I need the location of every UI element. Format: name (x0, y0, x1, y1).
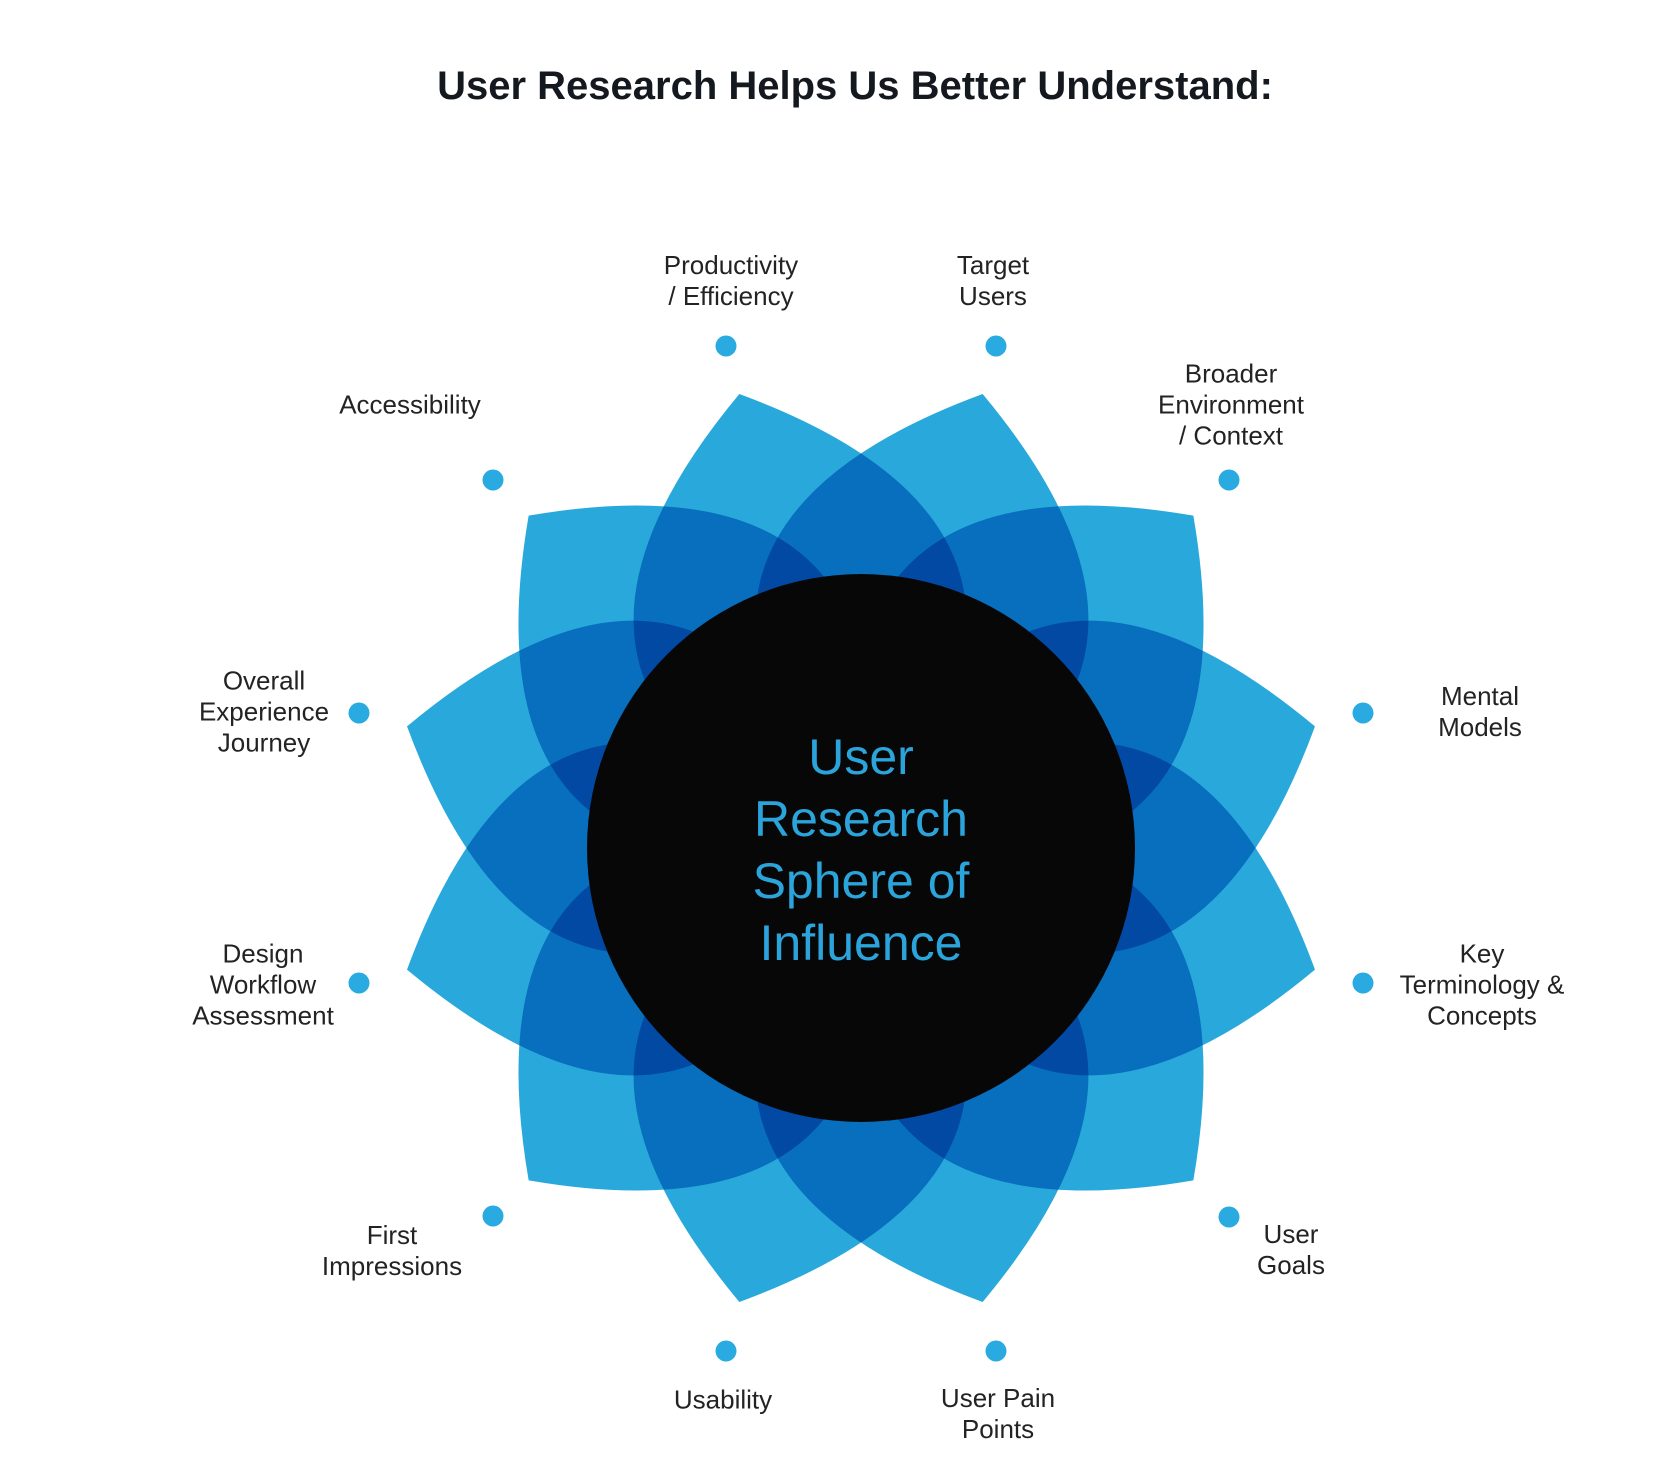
node-dot-design-workflow-assessment (348, 972, 370, 994)
node-dot-target-users (985, 335, 1007, 357)
center-sphere-label: User Research Sphere of Influence (752, 729, 970, 971)
node-label-broader-environment-context: Broader Environment / Context (1158, 358, 1304, 451)
page-title: User Research Helps Us Better Understand… (437, 64, 1273, 108)
node-label-mental-models: Mental Models (1438, 681, 1522, 742)
node-dot-usability (715, 1340, 737, 1362)
node-label-user-goals: User Goals (1257, 1219, 1325, 1280)
center-sphere-circle (587, 574, 1135, 1122)
node-label-design-workflow-assessment: Design Workflow Assessment (192, 938, 334, 1031)
node-dot-user-pain-points (985, 1340, 1007, 1362)
node-dot-productivity-efficiency (715, 335, 737, 357)
node-label-accessibility: Accessibility (339, 389, 481, 420)
node-dot-broader-environment-context (1218, 469, 1240, 491)
node-dot-overall-experience-journey (348, 702, 370, 724)
node-label-first-impressions: First Impressions (321, 1220, 463, 1281)
node-dot-key-terminology-concepts (1352, 972, 1374, 994)
node-dot-mental-models (1352, 702, 1374, 724)
node-label-user-pain-points: User Pain Points (940, 1383, 1056, 1444)
node-label-usability: Usability (673, 1384, 773, 1415)
node-label-target-users: Target Users (956, 250, 1030, 311)
node-label-overall-experience-journey: Overall Experience Journey (198, 665, 330, 758)
node-label-key-terminology-concepts: Key Terminology & Concepts (1399, 938, 1565, 1031)
node-label-productivity-efficiency: Productivity / Efficiency (663, 250, 799, 311)
sphere-of-influence-flower (407, 394, 1315, 1302)
node-dot-user-goals (1218, 1206, 1240, 1228)
node-dot-first-impressions (482, 1205, 504, 1227)
node-dot-accessibility (482, 469, 504, 491)
